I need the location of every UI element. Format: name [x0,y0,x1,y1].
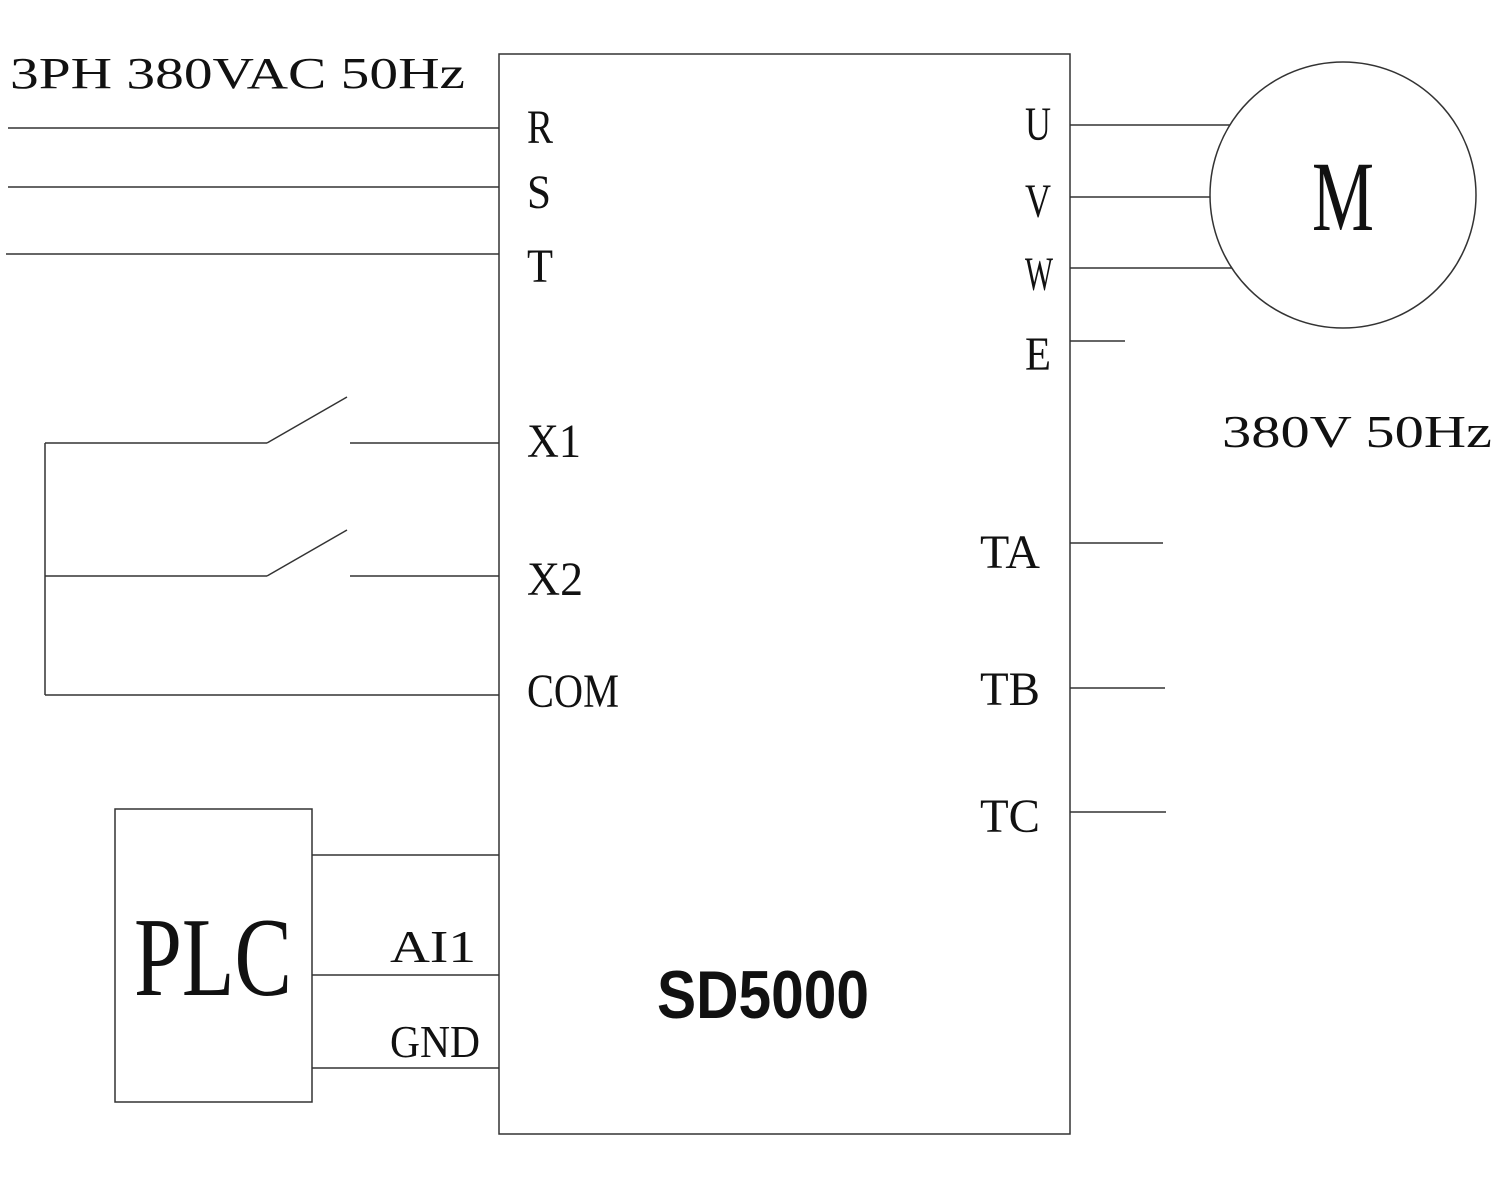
terminal-v: V [1025,175,1051,228]
switch-x2 [266,529,348,577]
plc-box [114,808,313,1103]
terminal-x1: X1 [527,415,581,468]
terminal-ai1: AI1 [390,921,476,972]
terminal-w: W [1025,248,1053,301]
terminal-tb: TB [980,663,1040,716]
motor-rating: 380V 50Hz [1222,406,1492,457]
terminal-e: E [1025,328,1051,381]
motor-label: M [1312,141,1374,252]
terminal-tc: TC [980,790,1040,843]
switch-x1 [266,396,348,444]
drive-model: SD5000 [657,957,869,1033]
terminal-x2: X2 [527,553,583,606]
drive-box [498,53,1071,1135]
plc-label: PLC [134,896,292,1020]
terminal-u: U [1025,98,1051,151]
terminal-s: S [527,166,551,219]
terminal-com: COM [527,665,619,718]
terminal-gnd: GND [390,1016,480,1067]
terminal-r: R [527,101,553,154]
terminal-ta: TA [980,526,1040,579]
terminal-t: T [527,240,553,293]
supply-label: 3PH 380VAC 50Hz [10,49,465,98]
motor-symbol [1209,61,1477,329]
